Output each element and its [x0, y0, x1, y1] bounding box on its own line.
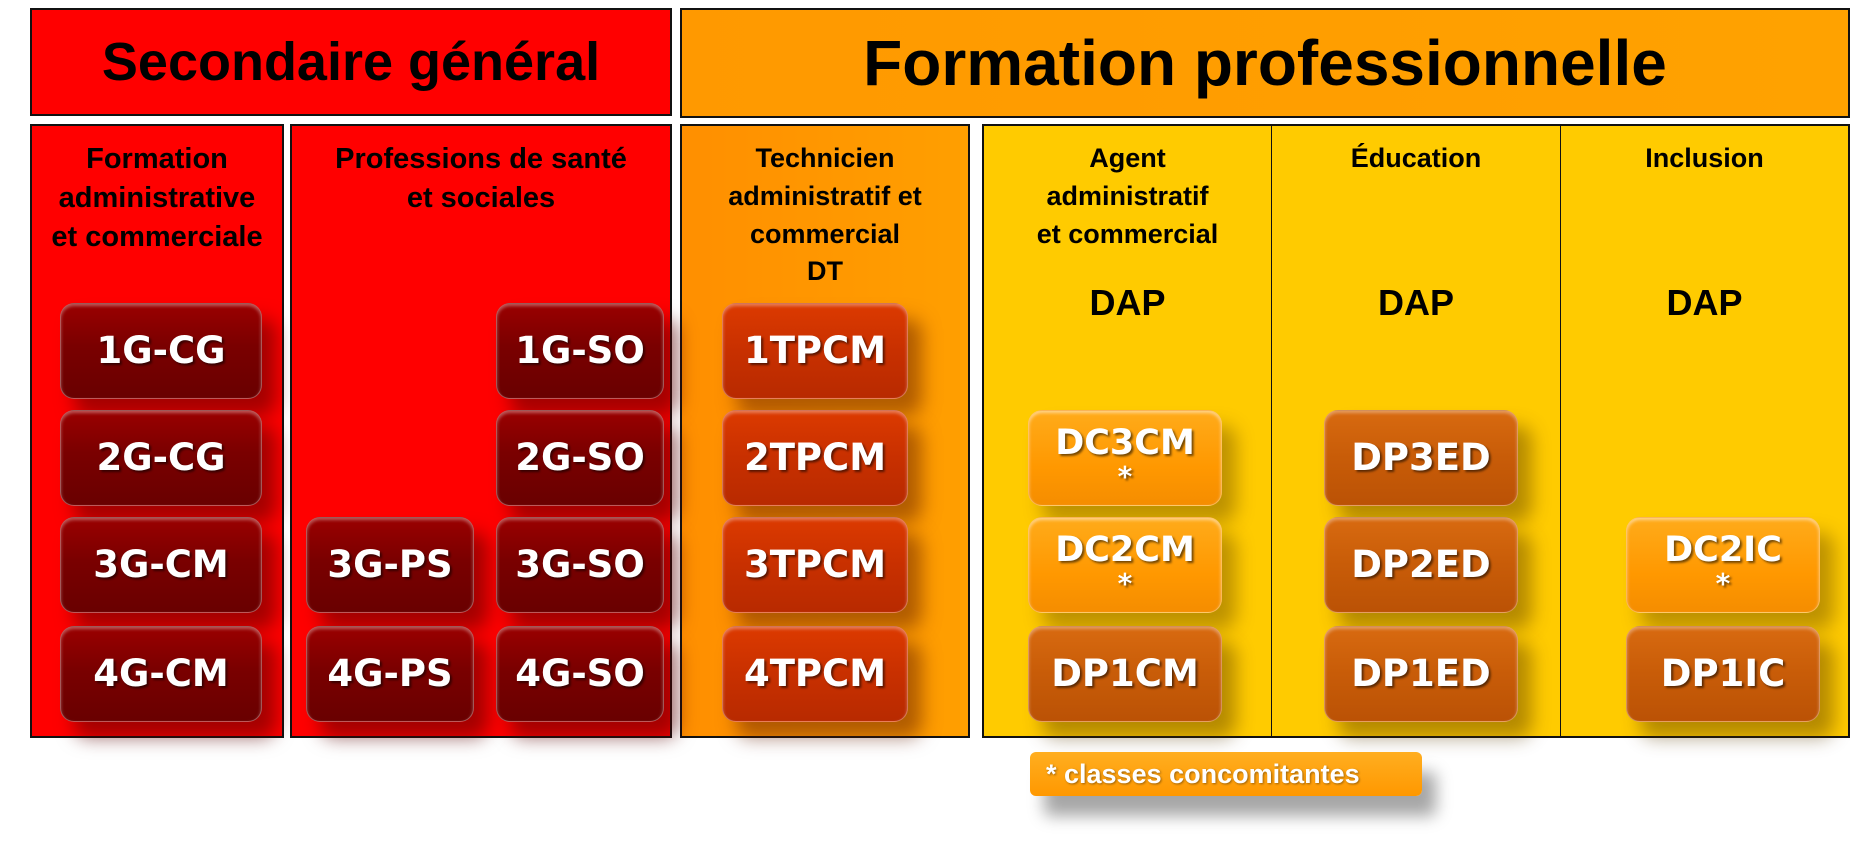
class-label: DC2IC: [1664, 529, 1782, 570]
level-label-dap: DAP: [1377, 282, 1454, 323]
class-label: 3TPCM: [743, 542, 887, 586]
title-line: Technicien: [755, 143, 895, 173]
level-label-dap: DAP: [1666, 282, 1743, 323]
class-button-2g-cg[interactable]: 2G-CG: [60, 410, 262, 506]
class-button-3g-cm[interactable]: 3G-CM: [60, 517, 262, 613]
title-line: Professions de santé: [335, 143, 627, 175]
title-line: DT: [807, 256, 843, 287]
column-title-edu: Éducation: [1272, 140, 1560, 178]
class-label: 1G-SO: [515, 328, 645, 372]
title-line: Inclusion: [1645, 143, 1764, 173]
class-label: DP3ED: [1351, 435, 1491, 479]
class-label: 4G-SO: [515, 651, 645, 695]
class-button-dp2ed[interactable]: DP2ED: [1324, 517, 1518, 613]
class-button-3g-so[interactable]: 3G-SO: [496, 517, 664, 613]
class-label: DP1IC: [1660, 651, 1786, 695]
class-button-1g-so[interactable]: 1G-SO: [496, 303, 664, 399]
class-button-2tpcm[interactable]: 2TPCM: [722, 410, 908, 506]
class-button-2g-so[interactable]: 2G-SO: [496, 410, 664, 506]
class-label: 4G-PS: [327, 651, 453, 695]
footnote-label: * classes concomitantes: [1046, 758, 1360, 789]
title-line: Formation: [86, 143, 228, 175]
header-secondaire-label: Secondaire général: [101, 32, 601, 92]
title-line: Agent: [1089, 143, 1166, 173]
class-button-4g-ps[interactable]: 4G-PS: [306, 626, 474, 722]
column-title-tac: Technicien administratif et commercial D…: [682, 140, 968, 291]
title-line: et sociales: [406, 181, 556, 214]
title-line: Éducation: [1350, 143, 1482, 173]
header-formation-label: Formation professionnelle: [863, 27, 1667, 99]
title-line: et commercial: [1036, 218, 1219, 249]
class-label: 3G-SO: [515, 542, 645, 586]
class-button-dc3cm[interactable]: DC3CM *: [1028, 410, 1222, 506]
class-label: DP1CM: [1051, 651, 1199, 695]
class-label: 4TPCM: [743, 651, 887, 695]
class-label: 2G-SO: [515, 435, 645, 479]
class-label: 3G-CM: [93, 542, 229, 586]
title-line: administratif: [1046, 180, 1209, 211]
class-label: 1TPCM: [743, 328, 887, 372]
class-button-3g-ps[interactable]: 3G-PS: [306, 517, 474, 613]
class-button-3tpcm[interactable]: 3TPCM: [722, 517, 908, 613]
class-button-dc2cm[interactable]: DC2CM *: [1028, 517, 1222, 613]
column-title-fac: Formation administrative et commerciale: [32, 140, 282, 257]
header-formation-professionnelle: Formation professionnelle: [680, 8, 1850, 118]
class-label: 4G-CM: [93, 651, 229, 695]
level-label-dap: DAP: [1089, 282, 1166, 323]
class-button-4g-so[interactable]: 4G-SO: [496, 626, 664, 722]
concomitant-star: *: [1117, 459, 1133, 493]
footnote-concomitant-classes: * classes concomitantes: [1030, 752, 1422, 796]
column-title-aac: Agent administratif et commercial: [984, 140, 1271, 253]
class-label: DP1ED: [1351, 651, 1491, 695]
column-title-pss: Professions de santé et sociales: [292, 140, 670, 218]
column-title-inc: Inclusion: [1561, 140, 1848, 178]
class-button-4tpcm[interactable]: 4TPCM: [722, 626, 908, 722]
class-label: 1G-CG: [96, 328, 226, 372]
class-label: 2G-CG: [96, 435, 226, 479]
class-button-dp3ed[interactable]: DP3ED: [1324, 410, 1518, 506]
class-button-1tpcm[interactable]: 1TPCM: [722, 303, 908, 399]
title-line: administrative: [58, 181, 256, 214]
class-button-dc2ic[interactable]: DC2IC *: [1626, 517, 1820, 613]
class-button-4g-cm[interactable]: 4G-CM: [60, 626, 262, 722]
class-button-dp1cm[interactable]: DP1CM: [1028, 626, 1222, 722]
title-line: commercial: [749, 218, 901, 249]
class-label: DP2ED: [1351, 542, 1491, 586]
class-label: DC3CM: [1055, 422, 1195, 463]
class-button-dp1ic[interactable]: DP1IC: [1626, 626, 1820, 722]
class-label: 2TPCM: [743, 435, 887, 479]
class-button-dp1ed[interactable]: DP1ED: [1324, 626, 1518, 722]
concomitant-star: *: [1117, 566, 1133, 600]
class-label: 3G-PS: [327, 542, 453, 586]
header-secondaire-general: Secondaire général: [30, 8, 672, 116]
class-button-1g-cg[interactable]: 1G-CG: [60, 303, 262, 399]
title-line: administratif et: [728, 180, 922, 211]
concomitant-star: *: [1715, 566, 1731, 600]
class-label: DC2CM: [1055, 529, 1195, 570]
title-line: et commerciale: [51, 220, 263, 253]
